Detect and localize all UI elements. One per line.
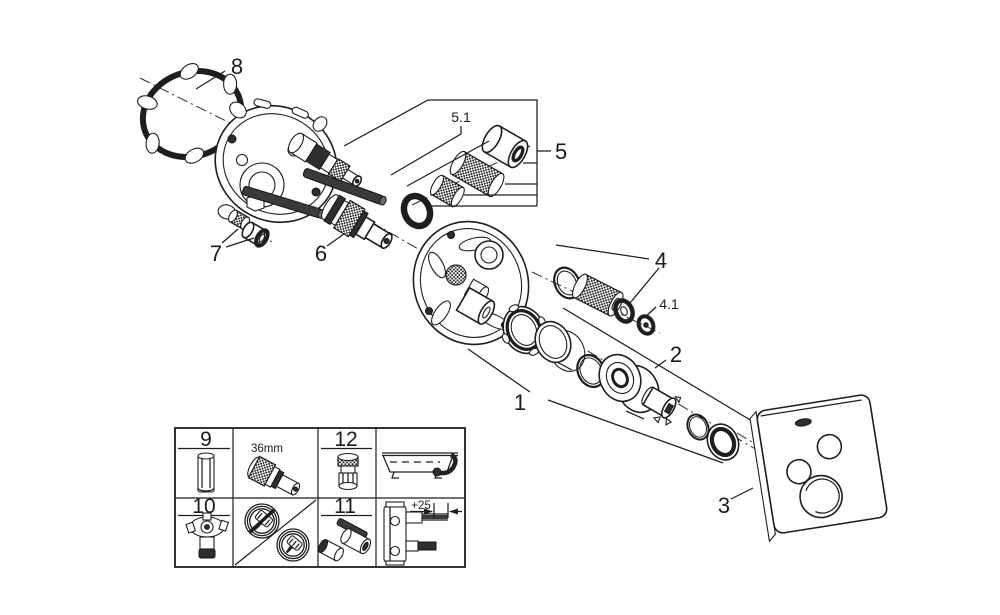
check-valve-icon [337,452,359,491]
table-cell-extension-dim: +25 [383,500,462,566]
table-cell-9: 9 [178,428,230,493]
table-cell-bathtub [382,452,458,479]
part4-group [553,266,656,336]
extension-dim-label: +25 [411,500,431,512]
leader-part3 [730,487,754,500]
table-item12-label: 12 [334,428,357,451]
table-item9-label: 9 [200,428,212,451]
bracket-part5 [343,99,551,207]
callout-part6: 6 [315,241,327,266]
grease-allowed-icon [276,528,310,562]
bracket-part1 [467,348,724,464]
part6-cartridge [321,194,393,249]
table-cell-grease [234,499,317,566]
callout-part5-1: 5.1 [451,109,471,125]
part3-wall-plate [749,394,888,543]
bracket-part4 [555,244,660,319]
valve-body [214,98,387,224]
callout-part2: 2 [670,342,682,367]
dimension-25: +25 [410,500,462,518]
callout-part4-1: 4.1 [659,296,679,312]
carrier-stop-icon [185,512,230,559]
leader-part8 [195,70,226,90]
callout-part3: 3 [718,493,730,518]
cartridge-width-label: 36mm [251,443,283,455]
table-cell-10: 10 [178,495,230,559]
extension-tube-icon [197,452,215,493]
extension-set-icon [317,518,372,562]
trim-chain [501,304,740,461]
callout-part1: 1 [514,390,526,415]
table-item10-label: 10 [192,495,215,518]
grease-prohibited-icon [244,503,280,539]
table-cell-12: 12 [321,428,372,491]
table-item11-label: 11 [334,495,356,518]
rough-in-side-view-icon [383,501,448,566]
callout-part7: 7 [210,241,222,266]
carrier-plate [412,220,530,346]
callout-part8: 8 [231,54,243,79]
bracket-part2 [562,307,758,425]
table-cell-cartridge: 36mm [247,443,301,496]
cartridge-icon [247,455,301,496]
table-cell-11: 11 [317,495,372,562]
part5-group [429,124,529,208]
bathtub-icon [382,452,458,479]
accessories-table: 9 36mm 12 [174,427,466,568]
callout-part4: 4 [655,248,667,273]
callout-part5: 5 [555,139,567,164]
